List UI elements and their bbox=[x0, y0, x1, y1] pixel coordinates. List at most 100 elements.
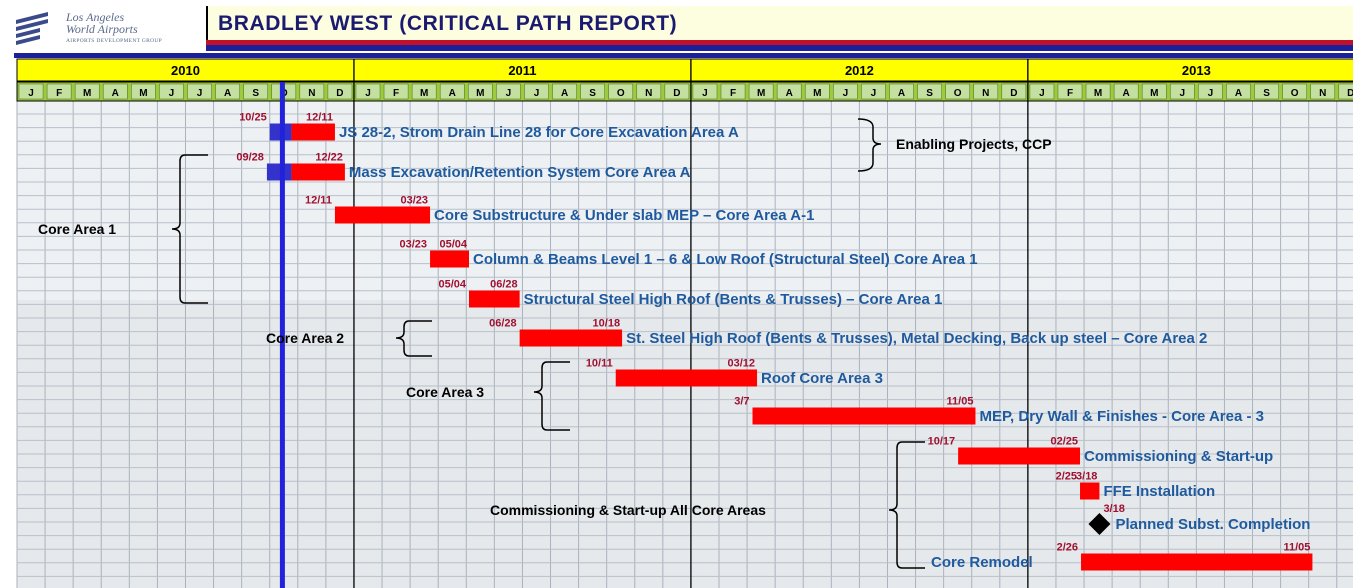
year-label: 2012 bbox=[845, 63, 874, 78]
month-cell bbox=[1310, 83, 1336, 100]
task-label: Core Remodel bbox=[931, 554, 1033, 571]
title-box: BRADLEY WEST (CRITICAL PATH REPORT) bbox=[206, 6, 1353, 40]
month-cell bbox=[383, 83, 409, 100]
month-cell bbox=[215, 83, 240, 100]
month-cell bbox=[243, 83, 269, 100]
lawa-logo: Los Angeles World Airports AIRPORTS DEVE… bbox=[10, 8, 205, 52]
task-end-date: 03/23 bbox=[401, 195, 429, 207]
month-label: S bbox=[1263, 88, 1270, 99]
month-cell bbox=[159, 83, 184, 100]
month-cell bbox=[327, 83, 353, 100]
logo-line1: Los Angeles bbox=[66, 10, 125, 24]
month-cell bbox=[1085, 83, 1111, 100]
task-start-date: 2/26 bbox=[1057, 542, 1078, 554]
milestone-date-label: 3/18 bbox=[1103, 503, 1124, 515]
month-cell bbox=[776, 83, 802, 100]
month-label: D bbox=[673, 88, 680, 99]
task-label: Column & Beams Level 1 – 6 & Low Roof (S… bbox=[473, 251, 978, 268]
task-label: MEP, Dry Wall & Finishes - Core Area - 3 bbox=[979, 408, 1264, 425]
month-cell bbox=[580, 83, 605, 100]
year-band bbox=[16, 58, 1353, 82]
group-label: Enabling Projects, CCP bbox=[896, 136, 1052, 152]
task-label: St. Steel High Roof (Bents & Trusses), M… bbox=[626, 330, 1207, 347]
task-end-date: 11/05 bbox=[947, 396, 974, 408]
task-bar bbox=[752, 407, 976, 425]
month-label: A bbox=[224, 88, 231, 99]
month-label: N bbox=[1319, 88, 1326, 99]
task-bar bbox=[1081, 553, 1313, 571]
task-bar bbox=[1080, 482, 1100, 500]
month-label: M bbox=[420, 88, 428, 99]
timeline-top-rule bbox=[14, 53, 1353, 58]
month-label: J bbox=[1039, 88, 1045, 99]
month-label: A bbox=[112, 88, 119, 99]
month-cell bbox=[1226, 83, 1251, 100]
task-start-date: 06/28 bbox=[489, 318, 517, 330]
month-label: M bbox=[757, 88, 765, 99]
task-label: FFE Installation bbox=[1103, 483, 1215, 500]
group-bracket bbox=[395, 320, 432, 357]
month-label: M bbox=[813, 88, 821, 99]
month-label: D bbox=[1010, 88, 1017, 99]
group-label: Core Area 2 bbox=[266, 330, 344, 346]
task-start-date: 10/17 bbox=[928, 436, 956, 448]
task-end-date: 12/11 bbox=[306, 112, 333, 124]
task-end-date: 12/22 bbox=[315, 152, 343, 164]
month-label: J bbox=[169, 88, 175, 99]
report-header: Los Angeles World Airports AIRPORTS DEVE… bbox=[0, 0, 1353, 56]
month-cell bbox=[131, 83, 156, 100]
year-label: 2010 bbox=[171, 63, 200, 78]
month-label: O bbox=[617, 88, 625, 99]
month-cell bbox=[1282, 83, 1307, 100]
month-cell bbox=[496, 83, 521, 100]
month-label: O bbox=[954, 88, 962, 99]
month-cell bbox=[1001, 83, 1027, 100]
month-label: A bbox=[1123, 88, 1130, 99]
month-cell bbox=[1169, 83, 1195, 100]
task-start-date: 2/25 bbox=[1056, 471, 1077, 483]
task-label: Roof Core Area 3 bbox=[761, 370, 883, 387]
month-cell bbox=[1029, 83, 1055, 100]
task-start-date: 10/25 bbox=[239, 112, 267, 124]
task-label: Structural Steel High Roof (Bents & Trus… bbox=[524, 291, 943, 308]
month-cell bbox=[18, 83, 44, 100]
month-label: J bbox=[197, 88, 203, 99]
month-label: F bbox=[1067, 88, 1073, 99]
month-cell bbox=[552, 83, 577, 100]
month-cell bbox=[1141, 83, 1167, 100]
month-cell bbox=[748, 83, 774, 100]
task-bar bbox=[958, 447, 1081, 465]
month-cell bbox=[74, 83, 100, 100]
group-bracket bbox=[171, 154, 208, 304]
month-label: A bbox=[1235, 88, 1242, 99]
task-bar bbox=[519, 329, 623, 347]
month-label: S bbox=[926, 88, 933, 99]
page-title: BRADLEY WEST (CRITICAL PATH REPORT) bbox=[218, 12, 678, 35]
month-cell bbox=[187, 83, 212, 100]
month-label: A bbox=[561, 88, 568, 99]
month-label: J bbox=[365, 88, 371, 99]
month-cell bbox=[804, 83, 830, 100]
month-label: M bbox=[476, 88, 484, 99]
task-start-date: 09/28 bbox=[236, 152, 264, 164]
month-cell bbox=[1113, 83, 1139, 100]
month-label: F bbox=[730, 88, 736, 99]
month-label: S bbox=[589, 88, 596, 99]
month-cell bbox=[608, 83, 634, 100]
task-label: Mass Excavation/Retention System Core Ar… bbox=[349, 164, 691, 181]
airport-logo-icon bbox=[16, 12, 48, 45]
group-bracket bbox=[533, 361, 570, 431]
month-cell bbox=[1198, 83, 1223, 100]
month-cell bbox=[692, 83, 718, 100]
task-bar bbox=[291, 123, 335, 141]
month-cell bbox=[1254, 83, 1279, 100]
task-end-date: 05/04 bbox=[439, 239, 467, 251]
task-bar bbox=[468, 290, 520, 308]
month-cell bbox=[917, 83, 942, 100]
month-label: F bbox=[393, 88, 399, 99]
month-label: N bbox=[982, 88, 989, 99]
group-bracket bbox=[888, 441, 925, 569]
month-label: J bbox=[843, 88, 849, 99]
